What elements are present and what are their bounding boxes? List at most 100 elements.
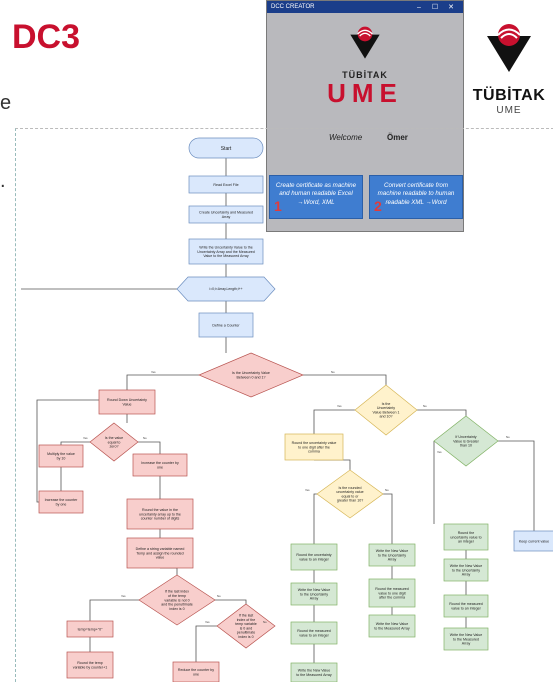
flow-process-box [188, 238, 264, 265]
flow-connector [126, 374, 199, 390]
user-name: Ömer [387, 133, 408, 142]
flow-node-label: Start [221, 146, 232, 152]
flow-process-box [66, 651, 114, 679]
flow-process-box [443, 558, 489, 582]
tubitak-logo: TÜBİTAK UME [468, 20, 550, 116]
flow-process-box [198, 312, 254, 338]
flow-branch-label: No [263, 620, 267, 624]
flow-decision-diamond [433, 415, 499, 467]
flow-start-terminal [188, 137, 264, 159]
flow-process-box [38, 444, 84, 468]
flow-process-box [126, 537, 194, 569]
flow-process-box [290, 621, 338, 645]
close-button[interactable]: ✕ [448, 4, 454, 11]
flow-branch-label: No [217, 594, 221, 598]
create-certificate-button[interactable]: Create certificate as machine and human … [269, 175, 363, 219]
flow-node-label: i=0;i<Array.Length;i++ [209, 287, 242, 291]
flow-branch-label: Yes [121, 594, 126, 598]
minimize-button[interactable]: – [417, 3, 421, 11]
flow-connector [303, 374, 387, 385]
flow-branch-label: No [385, 488, 389, 492]
window-titlebar: DCC CREATOR – ☐ ✕ [267, 1, 463, 13]
ume-logo-big: UME [327, 78, 403, 108]
flow-process-box [126, 498, 194, 530]
flow-decision-diamond [138, 574, 216, 626]
text-fragment: e [0, 92, 12, 114]
flow-process-box [98, 389, 156, 415]
flow-branch-label: Yes [83, 436, 88, 440]
flow-process-box [38, 490, 84, 514]
flow-decision-diamond [89, 422, 139, 462]
flow-branch-label: No [423, 404, 427, 408]
flow-connector [89, 599, 139, 621]
tubitak-emblem-icon [487, 24, 531, 72]
maximize-button[interactable]: ☐ [431, 4, 439, 11]
button-number: 1 [274, 198, 282, 215]
convert-certificate-button[interactable]: Convert certificate from machine readabl… [369, 175, 463, 219]
flow-process-box [66, 620, 114, 638]
ume-logo-word: TÜBİTAK [342, 70, 388, 80]
flow-connector [138, 441, 161, 454]
flow-process-box [290, 582, 338, 606]
flow-branch-label: No [331, 370, 335, 374]
flow-process-box [443, 523, 489, 551]
flow-connector [36, 399, 99, 503]
flow-connector [160, 567, 178, 575]
flow-connector [60, 441, 90, 445]
text-fragment: . [0, 170, 6, 192]
flow-node-label: Define a Counter [212, 323, 240, 327]
flow-connector [498, 440, 535, 531]
flow-branch-label: Yes [337, 404, 342, 408]
flow-process-box [443, 594, 489, 618]
flow-connector [215, 599, 247, 604]
flow-process-box [513, 530, 553, 552]
flow-process-box [290, 543, 338, 571]
flow-connector [417, 409, 467, 416]
flow-branch-label: Yes [205, 620, 210, 624]
flow-process-box [188, 205, 264, 224]
flow-process-box [443, 627, 489, 651]
create-certificate-label: Create certificate as machine and human … [275, 182, 357, 206]
flow-branch-label: Yes [151, 370, 156, 374]
button-number: 2 [374, 198, 382, 215]
flow-branch-label: Yes [437, 450, 442, 454]
flow-loop-hexagon [176, 276, 276, 302]
tubitak-emblem-icon [350, 26, 380, 59]
flow-process-box [368, 543, 416, 567]
convert-certificate-label: Convert certificate from machine readabl… [377, 182, 455, 206]
flow-decision-diamond [198, 352, 304, 398]
flow-process-box [284, 433, 344, 461]
flow-connector [313, 493, 317, 544]
flow-decision-diamond [354, 384, 418, 436]
welcome-label: Welcome [329, 133, 363, 142]
flow-connector [314, 459, 351, 470]
flow-connector [313, 409, 355, 434]
flow-node-label: Keep current value [519, 539, 549, 543]
